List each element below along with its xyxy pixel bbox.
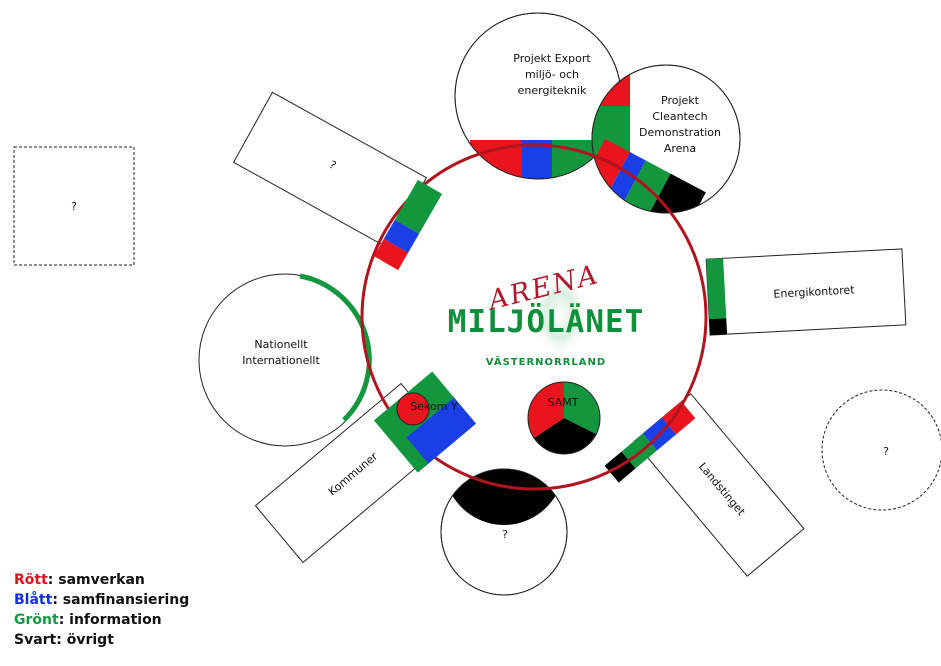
project-cleantech-line4: Arena xyxy=(664,142,696,155)
sekom-circle xyxy=(396,392,430,426)
project-export-line3: energiteknik xyxy=(518,84,587,97)
project-export-line1: Projekt Export xyxy=(513,52,591,65)
project-cleantech-line3: Demonstration xyxy=(639,126,721,139)
energikontoret-green-bar xyxy=(706,258,727,320)
energikontoret-node: Energikontoret xyxy=(705,248,907,336)
legend-text-red: : samverkan xyxy=(47,572,145,588)
sekom-label: Sekom Y xyxy=(410,400,458,413)
nationellt-green-arc xyxy=(299,273,372,422)
nationellt-node: Nationellt Internationellt xyxy=(198,273,372,447)
legend-item-blue: Blått: samfinansiering xyxy=(14,590,189,610)
project-cleantech-line1: Projekt xyxy=(661,94,700,107)
sekom-block xyxy=(374,371,476,473)
unknown-circle-bottom-label: ? xyxy=(502,528,508,541)
legend-item-red: Rött: samverkan xyxy=(14,570,189,590)
nationellt-label-line1: Nationellt xyxy=(254,338,308,351)
unknown-box-left: ? xyxy=(13,146,135,266)
legend-key-black: Svart xyxy=(14,632,57,648)
legend-item-black: Svart: övrigt xyxy=(14,630,189,650)
samt-node: SAMT xyxy=(527,381,601,455)
legend-text-green: : information xyxy=(58,612,162,628)
project-cleantech-line2: Cleantech xyxy=(652,110,707,123)
legend-key-green: Grönt xyxy=(14,612,59,628)
logo-title-text: MILJÖLÄNET xyxy=(448,303,645,340)
unknown-circle-bottom: ? xyxy=(440,468,568,596)
nationellt-label-line2: Internationellt xyxy=(242,354,320,367)
legend-item-green: Grönt: information xyxy=(14,610,189,630)
unknown-rect-top-left-label: ? xyxy=(327,158,339,172)
legend-text-blue: : samfinansiering xyxy=(52,592,190,608)
energikontoret-label: Energikontoret xyxy=(773,283,855,300)
arena-miljolanet-logo: ARENA MILJÖLÄNET VÄSTERNORRLAND xyxy=(448,259,645,368)
project-export-line2: miljö- och xyxy=(525,68,579,81)
energikontoret-black-bar xyxy=(709,318,728,336)
legend-text-black: : övrigt xyxy=(56,632,114,648)
unknown-circle-right-label: ? xyxy=(883,445,889,458)
legend-key-blue: Blått xyxy=(14,592,53,608)
top-left-rect-band xyxy=(373,179,443,271)
samt-label: SAMT xyxy=(548,396,579,409)
unknown-box-left-label: ? xyxy=(71,200,77,213)
color-legend: Rött: samverkan Blått: samfinansiering G… xyxy=(14,570,189,650)
arena-central-ring xyxy=(360,143,708,491)
legend-key-red: Rött xyxy=(14,572,48,588)
logo-glow xyxy=(532,273,588,357)
logo-subtitle-text: VÄSTERNORRLAND xyxy=(486,354,606,368)
bottom-circle-black-cap xyxy=(444,469,564,525)
unknown-circle-right: ? xyxy=(821,389,941,511)
